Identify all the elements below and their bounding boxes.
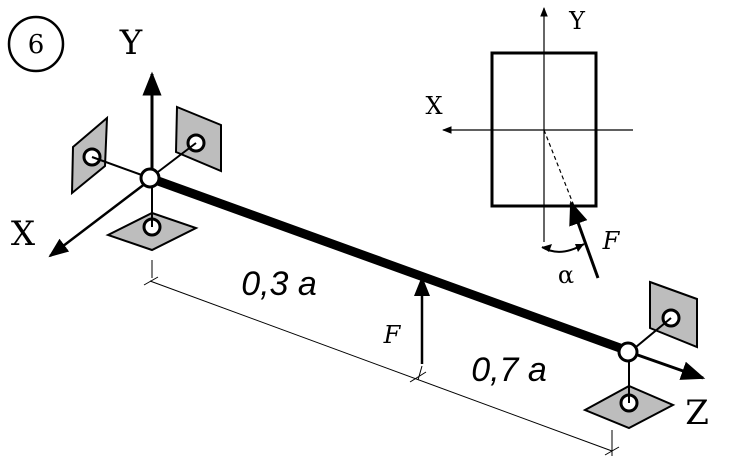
section-force-arrow [569,200,600,279]
beam [156,176,622,353]
angle-label: α [558,261,574,289]
section-y-label: Y [568,7,586,35]
dimension-lines [143,276,620,456]
problem-number: 6 [28,30,45,60]
x-axis-label: X [11,214,36,254]
segment-left-label: 0,3 a [241,265,317,303]
right-pivot [617,341,639,363]
section-x-label: X [425,92,442,120]
x-axis-arrow [48,179,151,258]
left-support [48,71,222,278]
problem-number-badge: 6 [7,15,65,73]
z-axis-arrow [631,351,706,380]
load-label: F [383,321,402,349]
section-force-direction [543,129,575,207]
left-pivot [139,167,161,189]
section-force-label: F [602,227,621,255]
cross-section [442,7,633,279]
z-axis-label: Z [685,393,709,433]
right-support [582,280,706,430]
segment-right-label: 0,7 a [471,351,547,389]
y-axis-label: Y [119,23,143,63]
